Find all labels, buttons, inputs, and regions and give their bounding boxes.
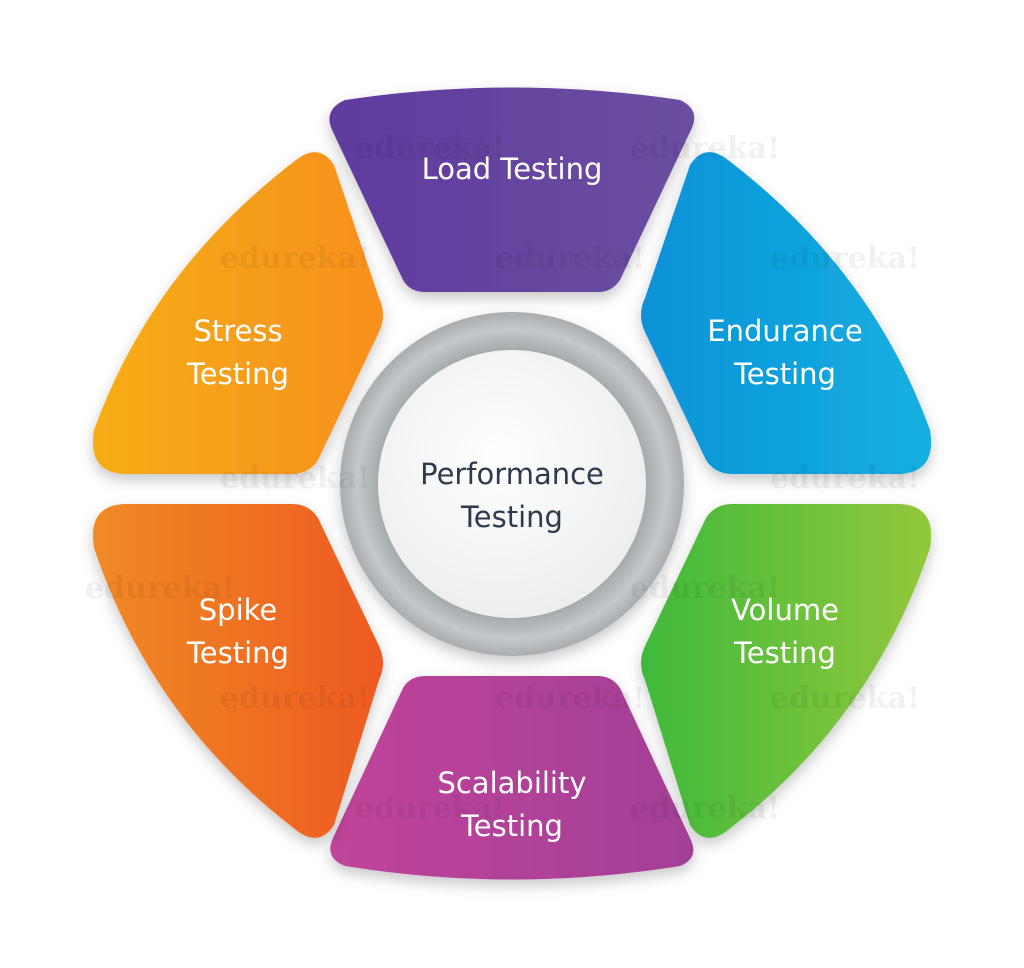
watermark: edureka! bbox=[770, 461, 920, 496]
watermark: edureka! bbox=[495, 681, 645, 716]
segment-spike-testing bbox=[92, 504, 384, 838]
spike-testing-label-line2: Testing bbox=[186, 636, 289, 670]
watermark: edureka! bbox=[85, 571, 235, 606]
volume-testing-label-line1: Volume bbox=[731, 593, 839, 627]
volume-testing-label-line2: Testing bbox=[733, 636, 836, 670]
watermark: edureka! bbox=[630, 131, 780, 166]
watermarks: edureka! edureka! edureka! edureka! edur… bbox=[85, 131, 920, 826]
scalability-testing-label-line1: Scalability bbox=[437, 766, 586, 800]
center-hub bbox=[340, 312, 684, 656]
watermark: edureka! bbox=[495, 241, 645, 276]
stress-testing-label-line1: Stress bbox=[193, 314, 282, 348]
watermark: edureka! bbox=[770, 681, 920, 716]
watermark: edureka! bbox=[355, 791, 505, 826]
center-label-line2: Testing bbox=[460, 500, 563, 534]
load-testing-label: Load Testing bbox=[422, 152, 603, 186]
watermark: edureka! bbox=[220, 461, 370, 496]
watermark: edureka! bbox=[630, 571, 780, 606]
watermark: edureka! bbox=[770, 241, 920, 276]
center-circle bbox=[378, 350, 646, 618]
scalability-testing-label-line2: Testing bbox=[460, 809, 563, 843]
watermark: edureka! bbox=[630, 791, 780, 826]
segment-load-testing bbox=[329, 87, 695, 292]
segment-volume-testing bbox=[641, 504, 932, 838]
endurance-testing-label-line1: Endurance bbox=[707, 314, 862, 348]
spike-testing-label-line1: Spike bbox=[199, 593, 277, 627]
watermark: edureka! bbox=[355, 131, 505, 166]
segment-stress-testing bbox=[92, 152, 384, 474]
watermark: edureka! bbox=[220, 241, 370, 276]
segment-endurance-testing bbox=[641, 152, 932, 474]
segment-scalability-testing bbox=[330, 676, 694, 880]
center-label-line1: Performance bbox=[420, 457, 604, 491]
stress-testing-label-line2: Testing bbox=[186, 357, 289, 391]
endurance-testing-label-line2: Testing bbox=[733, 357, 836, 391]
watermark: edureka! bbox=[220, 681, 370, 716]
